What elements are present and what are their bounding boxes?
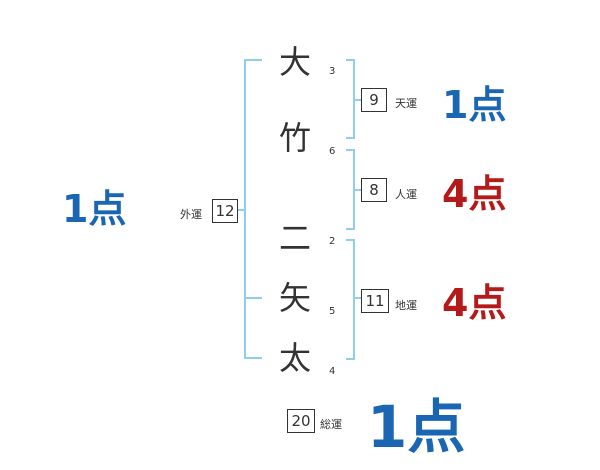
name-char-2: 竹 [278,119,311,157]
tenkaku-label: 天運 [395,97,417,110]
tenkaku-value-box: 9 [361,88,387,112]
name-char-3-strokes: 2 [329,236,336,247]
soukaku-score: 1点 [367,393,466,461]
chikaku-value-box: 11 [361,289,389,313]
gaikaku-label: 外運 [180,208,202,221]
gaikaku-value-box: 12 [212,199,238,223]
gaikaku-bracket [244,59,262,359]
name-char-1-strokes: 3 [329,66,336,77]
jinkaku-label: 人運 [395,188,417,201]
jinkaku-score: 4点 [442,172,507,216]
name-char-5: 太 [278,339,311,377]
chikaku-label: 地運 [395,299,417,312]
chikaku-bracket [346,239,355,360]
gaikaku-score: 1点 [62,187,127,231]
name-char-4-strokes: 5 [329,306,336,317]
soukaku-value-box: 20 [287,409,315,433]
name-char-2-strokes: 6 [329,146,336,157]
name-char-1: 大 [278,43,311,81]
tenkaku-score: 1点 [442,83,507,127]
jinkaku-value-box: 8 [361,178,387,202]
tenkaku-bracket [346,59,355,139]
name-char-5-strokes: 4 [329,366,336,377]
chikaku-score: 4点 [442,281,507,325]
soukaku-label: 総運 [320,418,342,431]
jinkaku-bracket [346,149,355,230]
name-char-4: 矢 [278,279,311,317]
name-char-3: 二 [278,219,311,257]
